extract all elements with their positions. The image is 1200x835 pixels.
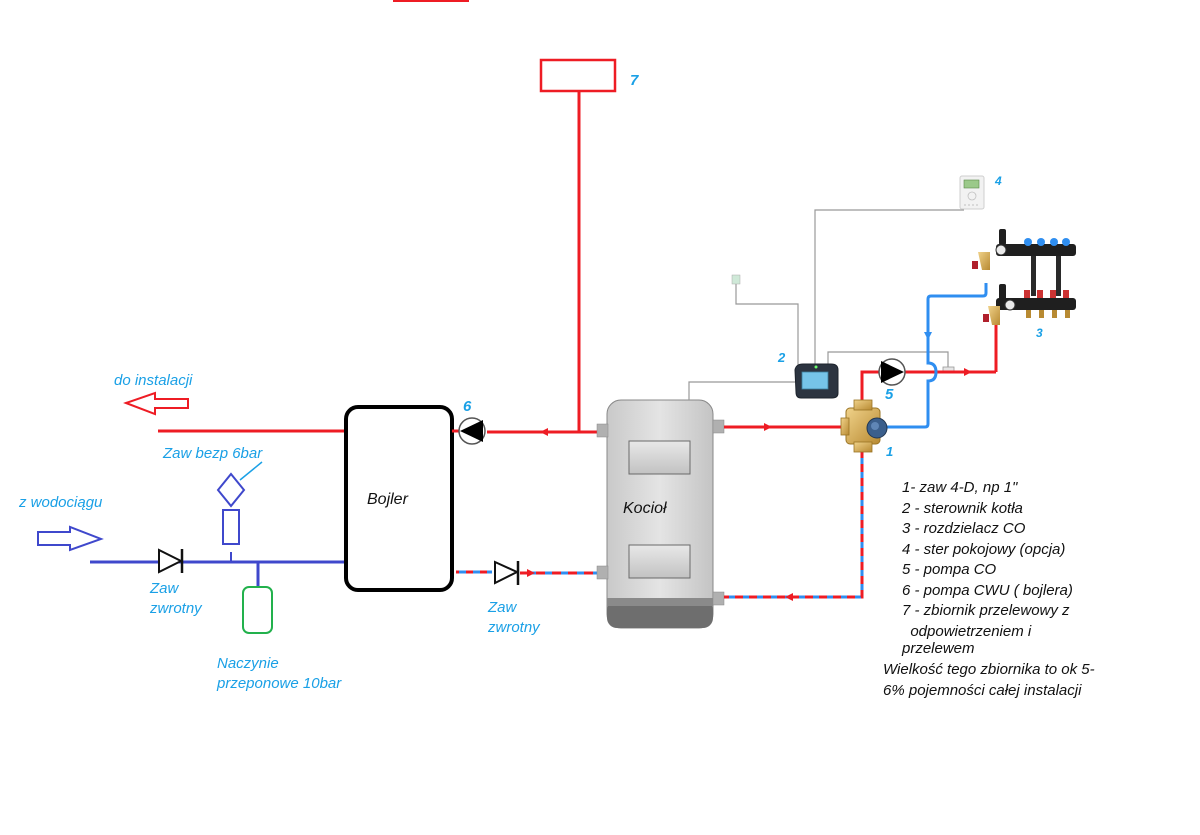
z-wodociagu-arrow [37, 525, 104, 552]
expansion-vessel[interactable] [242, 562, 273, 634]
legend-item: 7 - zbiornik przelewowy z [902, 602, 1070, 619]
legend-item: 1- zaw 4-D, np 1" [902, 479, 1018, 496]
number-3: 3 [1036, 326, 1043, 340]
zaw-zwrotny-label-2: Zaw zwrotny [488, 599, 540, 636]
boiler-controller[interactable] [794, 363, 839, 399]
legend-item: odpowietrzeniem i [902, 622, 1032, 640]
legend-item: 3 - rozdzielacz CO [902, 520, 1026, 537]
note-line: Wielkość tego zbiornika to ok 5- [883, 661, 1095, 678]
pump-5[interactable] [878, 358, 906, 386]
number-5: 5 [885, 386, 894, 403]
overflow-tank[interactable] [539, 58, 617, 93]
tank-size-note: Wielkość tego zbiornika to ok 5- 6% poje… [883, 659, 1095, 701]
zaw-zwrotny-label-1: Zaw zwrotny [150, 580, 202, 617]
number-4: 4 [995, 174, 1002, 188]
check-valve-1[interactable] [158, 548, 184, 574]
legend-item: przelewem [902, 640, 975, 657]
legend: 1- zaw 4-D, np 1" 2 - sterownik kotła 3 … [902, 478, 1073, 660]
z-wodociagu-label: z wodociągu [19, 494, 103, 511]
co-supply-pipe [860, 370, 880, 400]
flow-arrow [540, 428, 548, 436]
flow-arrow [924, 332, 932, 340]
control-wiring [688, 209, 964, 400]
return-pipe-bojler [456, 569, 598, 577]
legend-item: 4 - ster pokojowy (opcja) [902, 540, 1066, 558]
flow-arrow [964, 368, 972, 376]
boiler-return-pipe [724, 450, 864, 601]
manifold[interactable] [972, 229, 1076, 325]
number-2: 2 [778, 350, 786, 365]
legend-item: 6 - pompa CWU ( bojlera) [902, 581, 1073, 599]
legend-item: 2 - sterownik kotła [902, 499, 1023, 517]
room-thermostat[interactable] [959, 175, 985, 210]
do-instalacji-arrow [123, 391, 189, 416]
note-line: 6% pojemności całej instalacji [883, 682, 1082, 699]
flow-arrow [764, 423, 772, 431]
check-valve-2[interactable] [494, 560, 520, 585]
do-instalacji-label: do instalacji [114, 372, 193, 389]
safety-valve[interactable] [216, 461, 263, 562]
bojler-tank[interactable] [344, 405, 454, 592]
sensor[interactable] [731, 274, 741, 285]
pipe-sensor [942, 366, 955, 372]
number-7: 7 [630, 72, 639, 89]
four-way-valve[interactable] [840, 399, 888, 453]
number-1: 1 [886, 444, 894, 459]
pump-6[interactable] [452, 417, 486, 445]
number-6: 6 [463, 398, 472, 415]
kociol-label: Kocioł [623, 500, 667, 517]
naczynie-label: Naczynie przeponowe 10bar [217, 655, 342, 692]
legend-item: 5 - pompa CO [902, 561, 997, 578]
bojler-label: Bojler [367, 491, 408, 508]
boiler[interactable] [596, 399, 725, 629]
zaw-bezp-label: Zaw bezp 6bar [163, 445, 263, 462]
co-return-pipe [884, 283, 988, 429]
